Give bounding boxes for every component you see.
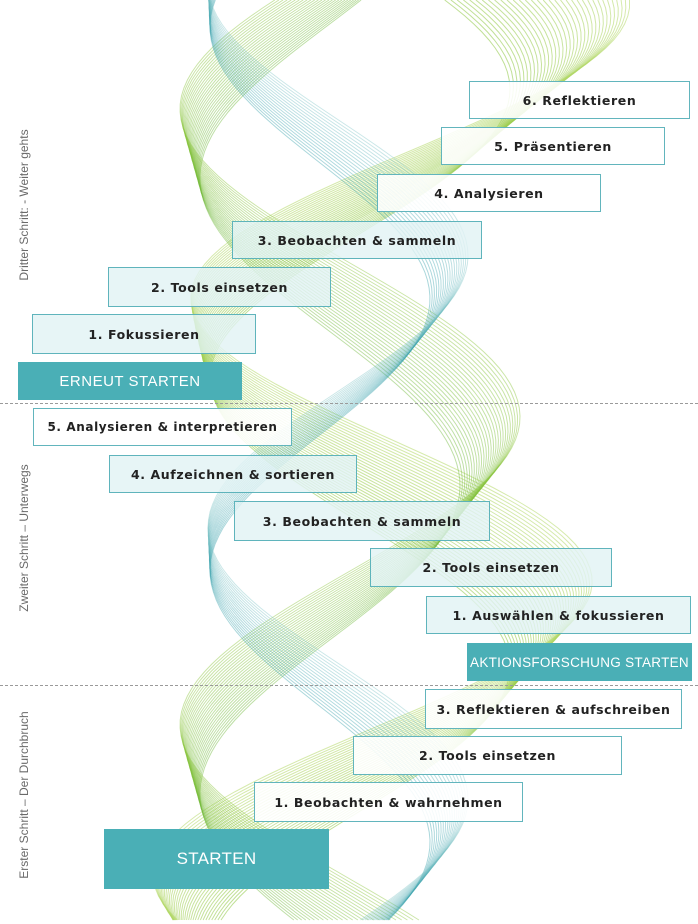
start-action-research-button[interactable]: AKTIONSFORSCHUNG STARTEN [467, 643, 692, 681]
step-box-second-1[interactable]: 1. Auswählen & fokussieren [426, 596, 691, 634]
step-box-first-3[interactable]: 3. Reflektieren & aufschreiben [425, 689, 682, 729]
restart-button[interactable]: ERNEUT STARTEN [18, 362, 242, 400]
section-divider [0, 403, 698, 404]
step-box-third-2[interactable]: 2. Tools einsetzen [108, 267, 331, 307]
step-box-second-2[interactable]: 2. Tools einsetzen [370, 548, 612, 587]
step-box-third-3[interactable]: 3. Beobachten & sammeln [232, 221, 482, 259]
step-box-first-1[interactable]: 1. Beobachten & wahrnehmen [254, 782, 523, 822]
step-box-second-3[interactable]: 3. Beobachten & sammeln [234, 501, 490, 541]
step-box-second-4[interactable]: 4. Aufzeichnen & sortieren [109, 455, 357, 493]
step-box-third-6[interactable]: 6. Reflektieren [469, 81, 690, 119]
step-box-third-5[interactable]: 5. Präsentieren [441, 127, 665, 165]
start-button[interactable]: STARTEN [104, 829, 329, 889]
step-box-first-2[interactable]: 2. Tools einsetzen [353, 736, 622, 775]
step-box-third-4[interactable]: 4. Analysieren [377, 174, 601, 212]
step-box-third-1[interactable]: 1. Fokussieren [32, 314, 256, 354]
section-divider [0, 685, 698, 686]
step-box-second-5[interactable]: 5. Analysieren & interpretieren [33, 408, 292, 446]
ribbon-strand-group [179, 0, 521, 921]
